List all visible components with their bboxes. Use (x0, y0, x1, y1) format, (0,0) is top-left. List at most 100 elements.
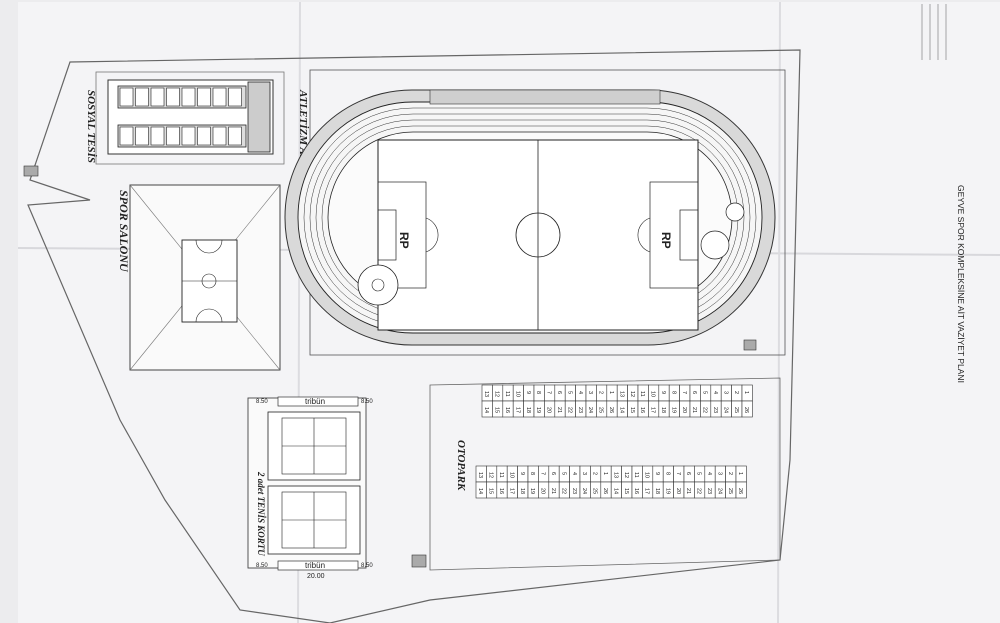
title-block-legend (921, 4, 947, 60)
parking-stall-number: 21 (550, 488, 556, 494)
parking-stall-number: 19 (529, 488, 535, 494)
parking-stall-number: 18 (525, 407, 531, 413)
parking-stall-number: 23 (706, 488, 712, 494)
dim-side-right-top: 8.50 (361, 399, 373, 405)
parking-stall-number: 20 (546, 407, 552, 413)
parking-stall-number: 5 (566, 391, 572, 394)
parking-stall-number: 9 (654, 472, 660, 475)
parking-stall-number: 17 (644, 488, 650, 494)
parking-stall-number: 22 (560, 488, 566, 494)
parking-stall-number: 10 (644, 472, 650, 478)
parking-stall-number: 8 (664, 472, 670, 475)
parking-stall-number: 10 (650, 391, 656, 397)
sports-hall-label: SPOR SALONU (117, 190, 131, 273)
parking-stall-number: 21 (691, 407, 697, 413)
parking-stall-number: 2 (598, 391, 604, 394)
parking-stall-number: 13 (612, 472, 618, 478)
parking-stall-number: 20 (540, 488, 546, 494)
parking-stall-number: 23 (712, 407, 718, 413)
parking-stall-number: 19 (664, 488, 670, 494)
parking-stall-number: 8 (535, 391, 541, 394)
parking-stall-number: 11 (498, 472, 504, 478)
parking-stall-number: 3 (587, 391, 593, 394)
dim-side-right-bottom: 8.50 (361, 563, 373, 569)
parking-stall-number: 23 (577, 407, 583, 413)
parking-stall-number: 11 (504, 391, 510, 397)
parking-stall-number: 24 (581, 488, 587, 494)
parking-stall-number: 24 (587, 407, 593, 413)
penalty-label-right: RP (659, 232, 673, 249)
parking-stall-number: 15 (488, 488, 494, 494)
tennis-courts: tribün tribün 8.50 8.50 8.50 8.50 20.00 … (247, 396, 373, 580)
parking-stall-number: 5 (702, 391, 708, 394)
social-room (135, 87, 149, 107)
parking-stall-number: 7 (546, 391, 552, 394)
social-facility-label: SOSYAL TESİS (85, 90, 97, 163)
parking-stall-number: 2 (592, 472, 598, 475)
dim-court-width: 20.00 (307, 573, 325, 580)
parking-stall-number: 9 (525, 391, 531, 394)
parking-stall-number: 12 (494, 391, 500, 397)
parking-stall-number: 4 (577, 391, 583, 394)
social-room (197, 87, 211, 107)
athletics-field: ATLETİZM ALANLI FUTBOL SAHASI RP RP (284, 69, 786, 356)
social-room (119, 126, 134, 146)
parking-stall-number: 25 (733, 407, 739, 413)
parking-stall-number: 12 (623, 472, 629, 478)
parking-stall-number: 5 (696, 472, 702, 475)
social-room (197, 126, 211, 146)
tennis-label: 2 adet TENİS KORTU (256, 471, 266, 556)
social-room (228, 126, 242, 146)
parking-stall-number: 23 (571, 488, 577, 494)
marker-building-1 (743, 339, 757, 351)
parking-stall-number: 1 (737, 472, 743, 475)
parking-stall-number: 26 (608, 407, 614, 413)
parking-stall-number: 17 (650, 407, 656, 413)
social-room (150, 126, 165, 146)
social-room (228, 87, 242, 107)
parking-stall-number: 16 (498, 488, 504, 494)
fold-line-v2 (777, 1, 781, 623)
parking-stall-number: 13 (477, 472, 483, 478)
parking-stall-number: 2 (727, 472, 733, 475)
parking-stall-number: 9 (660, 391, 666, 394)
parking-stall-number: 7 (675, 472, 681, 475)
parking-stall-number: 2 (733, 391, 739, 394)
parking-stall-number: 15 (629, 407, 635, 413)
parking-stall-number: 15 (623, 488, 629, 494)
social-facility: SOSYAL TESİS (23, 71, 285, 177)
parking-stall-number: 3 (722, 391, 728, 394)
tribune-top (277, 396, 359, 407)
parking-stall-number: 14 (477, 488, 483, 494)
parking-stall-number: 14 (612, 488, 618, 494)
tribune-bottom (277, 560, 359, 571)
parking-stall-number: 3 (581, 472, 587, 475)
parking-stall-number: 1 (602, 472, 608, 475)
parking-stall-number: 9 (519, 472, 525, 475)
parking-stall-number: 7 (540, 472, 546, 475)
parking-stall-number: 6 (685, 472, 691, 475)
parking-stall-number: 22 (696, 488, 702, 494)
tribune-bottom-label: tribün (305, 561, 325, 570)
parking-stall-number: 20 (675, 488, 681, 494)
parking-stall (741, 400, 753, 418)
parking-label: OTOPARK (455, 440, 467, 491)
social-room (212, 126, 227, 146)
parking-stall-number: 25 (592, 488, 598, 494)
parking-stall-number: 21 (685, 488, 691, 494)
social-room (212, 87, 227, 107)
sports-hall: SPOR SALONU (117, 184, 281, 371)
sheet-title: GEYVE SPOR KOMPLEKSİNE AİT VAZİYET PLANI (956, 185, 966, 383)
social-room (166, 87, 180, 107)
parking-stall-number: 10 (514, 391, 520, 397)
parking-stall-number: 24 (722, 407, 728, 413)
parking-stall-number: 17 (508, 488, 514, 494)
parking-stall-number: 25 (598, 407, 604, 413)
parking-stall-number: 5 (560, 472, 566, 475)
parking-stall-number: 1 (743, 391, 749, 394)
parking-stall-number: 19 (535, 407, 541, 413)
parking-stall-number: 19 (670, 407, 676, 413)
parking-stall-number: 4 (706, 472, 712, 475)
